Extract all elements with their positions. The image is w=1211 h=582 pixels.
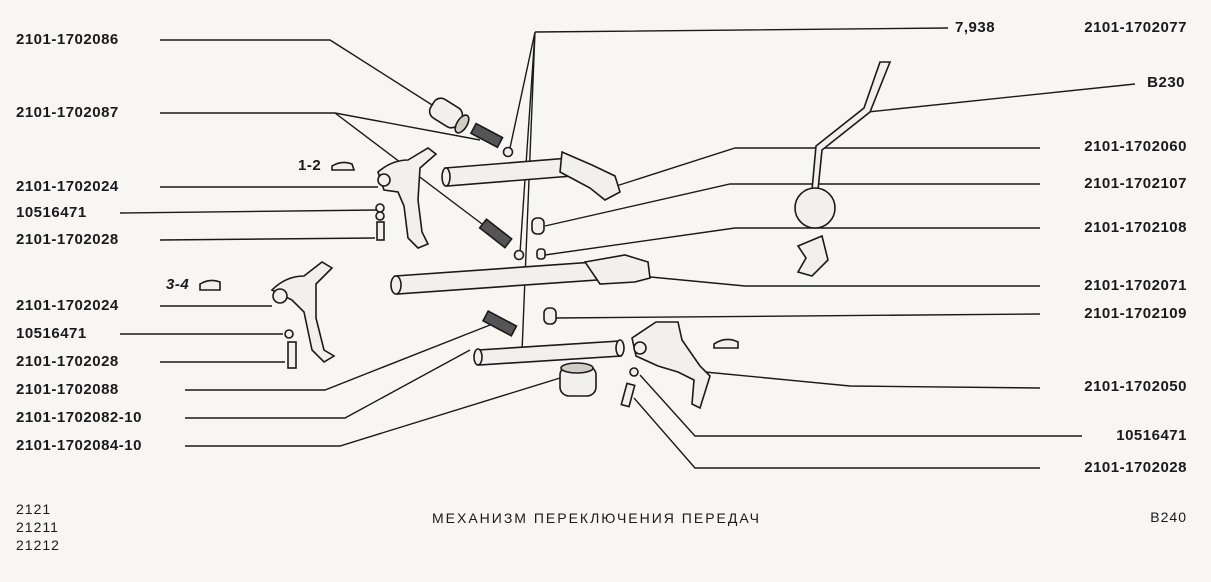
car-glyph-right bbox=[713, 338, 739, 349]
label-2028-right: 2101-1702028 bbox=[1084, 459, 1187, 476]
label-10516471-upper: 10516471 bbox=[16, 204, 87, 221]
leader-2028a bbox=[159, 237, 376, 241]
leader-2050 bbox=[704, 371, 1041, 389]
leader-2084 bbox=[185, 377, 561, 447]
label-b230: B230 bbox=[1147, 74, 1185, 91]
bushing-lower-part bbox=[559, 362, 597, 397]
pin-2107 bbox=[531, 217, 545, 235]
model-list: 2121 21211 21212 bbox=[16, 500, 60, 554]
label-2088: 2101-1702088 bbox=[16, 381, 119, 398]
car-glyph-3-4 bbox=[199, 279, 221, 291]
bushing-part bbox=[428, 97, 470, 134]
leader-2071 bbox=[639, 275, 1040, 287]
label-2028-lower: 2101-1702028 bbox=[16, 353, 119, 370]
label-2087: 2101-1702087 bbox=[16, 104, 119, 121]
leader-471c bbox=[639, 374, 1082, 437]
label-2024-lower: 2101-1702024 bbox=[16, 297, 119, 314]
label-10516471-right: 10516471 bbox=[1116, 427, 1187, 444]
label-2024-upper: 2101-1702024 bbox=[16, 178, 119, 195]
leader-2108 bbox=[544, 227, 1040, 256]
label-7938: 7,938 bbox=[955, 19, 996, 36]
leader-2060 bbox=[609, 147, 1040, 189]
pin-2108 bbox=[536, 248, 546, 260]
car-glyph-1-2 bbox=[331, 161, 356, 171]
fork-2050 bbox=[631, 321, 711, 410]
leader-2107 bbox=[544, 183, 1040, 227]
spring-part-upper bbox=[469, 122, 504, 149]
label-10516471-lower: 10516471 bbox=[16, 325, 87, 342]
label-2028-upper: 2101-1702028 bbox=[16, 231, 119, 248]
rod-2060 bbox=[441, 150, 621, 201]
leader-2028c bbox=[633, 397, 1040, 469]
pin-2109 bbox=[543, 307, 557, 325]
fork-1-2 bbox=[377, 147, 438, 249]
label-2108: 2101-1702108 bbox=[1084, 219, 1187, 236]
spring-part-middle bbox=[478, 218, 513, 249]
bolt-set-b bbox=[284, 329, 297, 369]
rod-2082 bbox=[473, 339, 625, 366]
drawing-title: МЕХАНИЗМ ПЕРЕКЛЮЧЕНИЯ ПЕРЕДАЧ bbox=[432, 510, 761, 526]
label-2050: 2101-1702050 bbox=[1084, 378, 1187, 395]
label-2084-10: 2101-1702084-10 bbox=[16, 437, 142, 454]
label-2086: 2101-1702086 bbox=[16, 31, 119, 48]
label-2109: 2101-1702109 bbox=[1084, 305, 1187, 322]
label-2082-10: 2101-1702082-10 bbox=[16, 409, 142, 426]
gear-mark-1-2: 1-2 bbox=[298, 157, 322, 174]
leader-2109 bbox=[554, 313, 1041, 319]
model-21212: 21212 bbox=[16, 537, 60, 553]
rod-2071 bbox=[390, 254, 651, 295]
leader-2088 bbox=[185, 324, 491, 391]
leader-b230 bbox=[857, 83, 1136, 114]
bolt-set-a bbox=[375, 203, 385, 241]
ball-upper bbox=[502, 146, 514, 158]
label-2071: 2101-1702071 bbox=[1084, 277, 1187, 294]
leader-471a bbox=[119, 209, 379, 214]
label-2107: 2101-1702107 bbox=[1084, 175, 1187, 192]
label-2077: 2101-1702077 bbox=[1084, 19, 1187, 36]
bolt-set-c bbox=[620, 367, 639, 408]
model-21211: 21211 bbox=[16, 519, 59, 535]
label-2060: 2101-1702060 bbox=[1084, 138, 1187, 155]
page-code: B240 bbox=[1150, 509, 1187, 525]
ball-middle bbox=[513, 249, 525, 261]
leader-2086 bbox=[160, 39, 441, 111]
fork-3-4 bbox=[270, 261, 336, 364]
leader-7938 bbox=[509, 27, 949, 353]
leader-2082 bbox=[185, 349, 471, 419]
spring-part-lower bbox=[481, 309, 518, 337]
gear-lever bbox=[794, 61, 892, 277]
model-2121: 2121 bbox=[16, 501, 52, 517]
gear-mark-3-4: 3-4 bbox=[166, 276, 190, 293]
